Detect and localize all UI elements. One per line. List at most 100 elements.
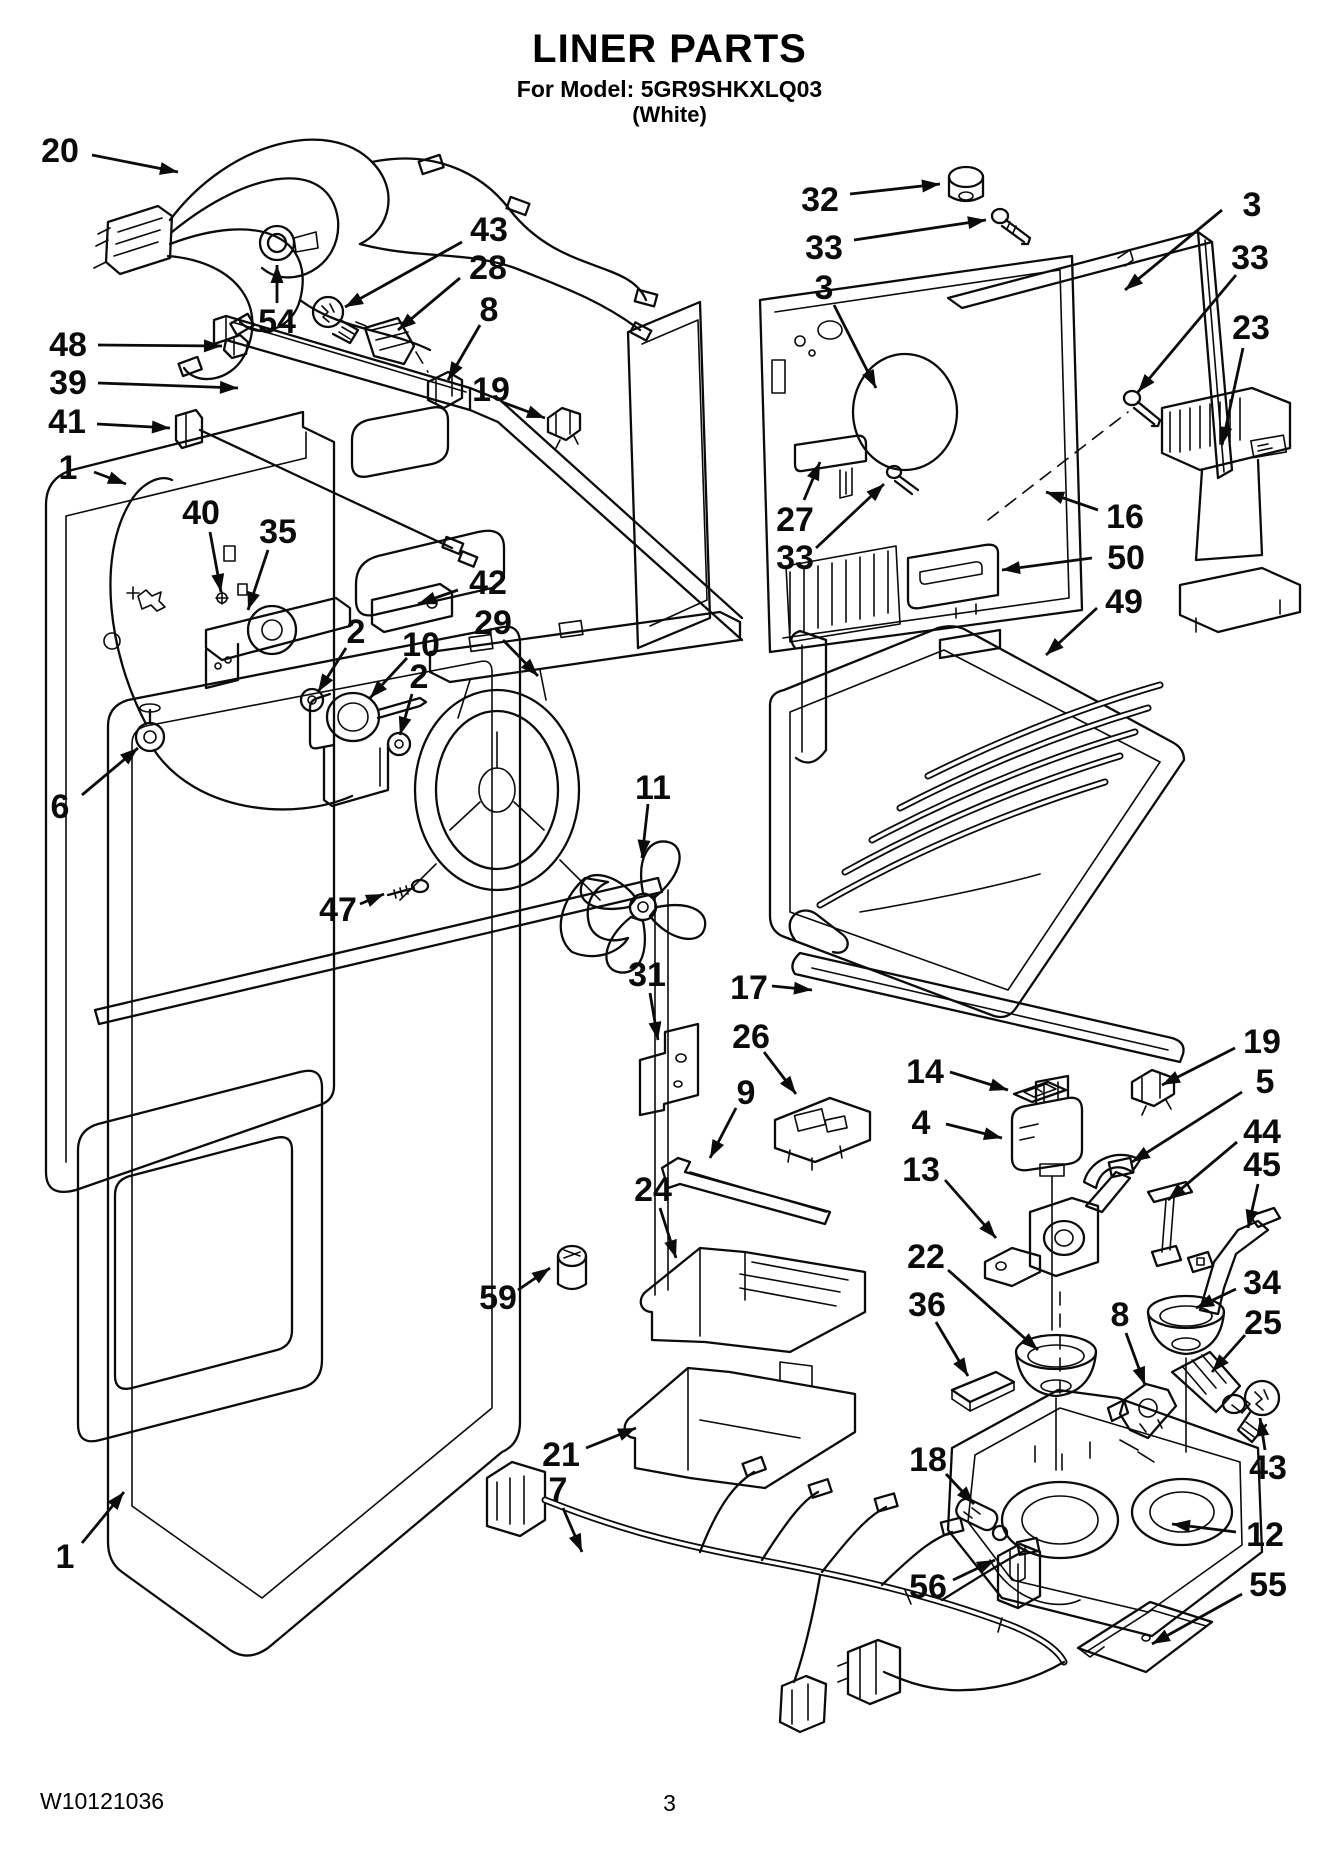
callout-18: 18 (909, 1441, 947, 1479)
part-28-lamp-socket (355, 316, 429, 373)
callout-12: 12 (1246, 1516, 1284, 1554)
part-21-air-duct-lower (623, 1361, 857, 1490)
callout-arrowhead-27 (807, 462, 820, 482)
callout-arrowhead-1 (106, 471, 126, 484)
callout-arrow-22 (947, 1268, 1039, 1352)
callout-41: 41 (48, 403, 86, 441)
callout-29: 29 (474, 604, 512, 642)
callout-arrowhead-10 (370, 680, 387, 698)
part-19-clip-lower (1130, 1068, 1176, 1116)
part-43-light-bulb (311, 295, 360, 345)
part-44-bracket (1146, 1180, 1215, 1274)
callout-arrowhead-19 (1162, 1071, 1181, 1085)
callout-arrowhead-41 (151, 420, 170, 434)
callout-25: 25 (1244, 1304, 1282, 1342)
part-23-air-tower (1160, 386, 1302, 634)
callout-arrowhead-12 (1172, 1519, 1191, 1533)
callout-8: 8 (1111, 1296, 1130, 1334)
callout-24: 24 (634, 1171, 672, 1209)
callout-54: 54 (258, 303, 296, 341)
callout-22: 22 (907, 1238, 945, 1276)
callout-34: 34 (1243, 1264, 1281, 1302)
part-59-cap (556, 1244, 588, 1291)
part-48-clip (222, 333, 250, 360)
callout-7: 7 (549, 1471, 568, 1509)
callout-arrowhead-25 (1212, 1354, 1229, 1372)
callout-arrowhead-23 (1219, 426, 1233, 445)
callout-arrowhead-39 (219, 380, 238, 394)
callout-arrowhead-31 (648, 1021, 662, 1040)
callout-arrowhead-54 (270, 265, 284, 283)
part-47-screw (386, 878, 430, 899)
callout-20: 20 (41, 132, 79, 170)
callout-5: 5 (1256, 1063, 1275, 1101)
callout-arrow-48 (97, 343, 223, 348)
callout-arrowhead-2 (398, 715, 412, 735)
callout-arrowhead-8 (448, 361, 463, 380)
part-1-liner-upper-wall (44, 410, 336, 1194)
part-50-support (906, 543, 1000, 619)
callout-35: 35 (259, 513, 297, 551)
callout-43: 43 (1249, 1449, 1287, 1487)
callout-3: 3 (815, 269, 834, 307)
callout-2: 2 (347, 613, 366, 651)
page-title: LINER PARTS (532, 27, 807, 71)
callout-arrowhead-28 (398, 313, 416, 330)
callout-10: 10 (402, 626, 440, 664)
callout-arrowhead-44 (1168, 1183, 1186, 1200)
callout-56: 56 (909, 1568, 947, 1606)
callout-arrowhead-20 (159, 162, 178, 175)
callout-17: 17 (730, 969, 768, 1007)
part-22-cup (1014, 1333, 1098, 1471)
callout-13: 13 (902, 1151, 940, 1189)
part-25-boot (1170, 1350, 1251, 1415)
callout-arrowhead-1 (107, 1492, 124, 1511)
part-40-35-damper-bracket (204, 529, 506, 690)
part-18-lamp (955, 1497, 1009, 1542)
callout-arrowhead-33 (1138, 374, 1155, 392)
callout-arrowhead-32 (921, 179, 940, 193)
callout-arrowhead-17 (793, 981, 812, 995)
callout-arrowhead-49 (1046, 638, 1064, 655)
callout-49: 49 (1105, 583, 1143, 621)
callout-6: 6 (51, 788, 70, 826)
callout-arrowhead-19 (525, 405, 545, 418)
callout-arrowhead-16 (1046, 491, 1066, 505)
part-3-evaporator-panel (626, 254, 1129, 660)
model-line: For Model: 5GR9SHKXLQ03 (516, 76, 823, 102)
callout-arrowhead-5 (1132, 1146, 1151, 1162)
part-7-wire-harness-lower (485, 1455, 1068, 1734)
callout-arrowhead-4 (982, 1127, 1002, 1140)
callout-arrowhead-33 (967, 216, 986, 230)
title-block: LINER PARTS For Model: 5GR9SHKXLQ03 (Whi… (0, 26, 1339, 128)
callout-21: 21 (542, 1436, 580, 1474)
callout-arrow-5 (1131, 1090, 1243, 1164)
part-29-fan-bracket (399, 610, 742, 901)
callout-arrowhead-42 (418, 591, 438, 605)
callout-arrowhead-47 (364, 894, 384, 907)
callout-14: 14 (906, 1053, 944, 1091)
callout-arrowhead-14 (988, 1078, 1008, 1091)
part-4-defrost-thermostat (1010, 1074, 1084, 1331)
callout-arrowhead-8 (1132, 1365, 1145, 1385)
part-42-plate (370, 582, 454, 634)
part-49-evaporator-tray (768, 625, 1186, 1019)
callout-arrowhead-18 (956, 1486, 974, 1504)
callout-28: 28 (469, 249, 507, 287)
part-20-wire-harness (93, 138, 659, 381)
callout-arrowhead-33 (866, 484, 884, 502)
callout-arrow-33 (853, 218, 987, 242)
callout-arrowhead-6 (120, 748, 138, 765)
callout-40: 40 (182, 494, 220, 532)
callout-55: 55 (1249, 1566, 1287, 1604)
callout-39: 39 (49, 364, 87, 402)
callout-48: 48 (49, 326, 87, 364)
callout-42: 42 (469, 564, 507, 602)
callout-arrowhead-48 (203, 339, 222, 353)
callout-8: 8 (480, 291, 499, 329)
callout-arrowhead-43 (1256, 1418, 1270, 1437)
callout-33: 33 (1231, 239, 1269, 277)
